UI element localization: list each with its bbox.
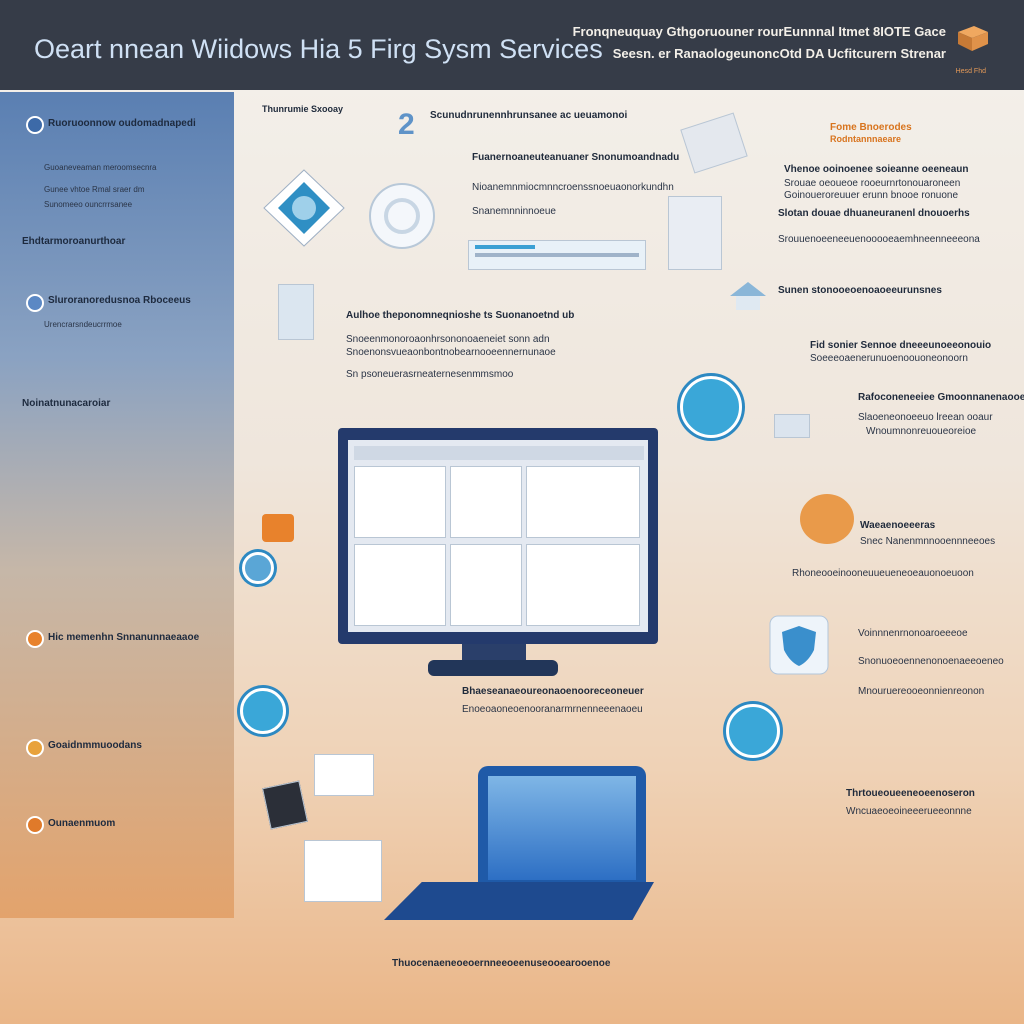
laptop-screen bbox=[488, 776, 636, 880]
left-heading-6: Goaidnmmuoodans bbox=[48, 740, 142, 751]
device-icon bbox=[278, 284, 314, 340]
card-icon bbox=[774, 414, 810, 438]
right-head-5: Thrtoueoueeneoeenoseron bbox=[846, 788, 975, 799]
shield-diamond-icon bbox=[263, 169, 345, 247]
right-line-1: Vhenoe ooinoenee soieanne oeeneaun bbox=[784, 164, 969, 175]
left-panel bbox=[0, 92, 234, 918]
center-lower-line: Enoeoaoneoenooranarmrnenneeenaoeu bbox=[462, 704, 643, 715]
right-line-12: Voinnnenrnonoaroeeeoe bbox=[858, 628, 968, 639]
center-tag: Thunrumie Sxooay bbox=[262, 104, 344, 114]
left-heading-4: Noinatnunacaroiar bbox=[22, 398, 111, 409]
orange-tool-icon bbox=[262, 514, 294, 542]
picture-card-icon bbox=[314, 754, 374, 796]
blue-gear-icon bbox=[242, 552, 274, 584]
right-line-15: Wncuaeoeoineeerueeonnne bbox=[846, 806, 972, 817]
right-line-10: Snec Nanenmnnooennneeoes bbox=[860, 536, 996, 547]
monitor-base bbox=[428, 660, 558, 676]
right-orange-head: Fome Bnoerodes bbox=[830, 122, 912, 133]
right-line-5: Srouuenoeeneeuenooooeaemhneenneeeona bbox=[778, 234, 980, 245]
center-mid-line-2: Snoenonsvueaonbontnobearnooeennernunaoe bbox=[346, 347, 556, 358]
right-line-4: Slotan douae dhuaneuranenl dnouoerhs bbox=[778, 208, 970, 219]
right-line-14: Mnouruereooeonnienreonon bbox=[858, 686, 985, 697]
star-icon bbox=[26, 739, 44, 757]
center-top-line-3: Nioanemnmiocmnncroenssnoeuaonorkundhn bbox=[472, 182, 674, 193]
monitor-screen bbox=[348, 440, 648, 632]
tablet-icon bbox=[262, 780, 308, 830]
left-heading-7: Ounaenmuom bbox=[48, 818, 116, 829]
left-heading-2: Ehdtarmoroanurthoar bbox=[22, 236, 126, 247]
page-title: Oeart nnean Wiidows Hia 5 Firg Sysm Serv… bbox=[34, 34, 603, 64]
right-orange-sub: Rodntannnaeare bbox=[830, 134, 902, 144]
document-icon bbox=[680, 112, 748, 174]
center-top-line-4: Snanemnninnoeue bbox=[472, 206, 556, 217]
left-sub-b: Gunee vhtoe Rmal sraer dm bbox=[44, 185, 145, 194]
right-head-3: Rafoconeneeiee Gmoonnanenaooe bbox=[858, 392, 1024, 403]
right-line-2: Srouae oeoueoe rooeurnrtonouaroneen bbox=[784, 178, 961, 189]
desktop-monitor bbox=[338, 428, 658, 644]
right-line-13: Snonuoeoennenonoenaeeoeneo bbox=[858, 656, 1004, 667]
center-mid-line-3: Sn psoneuerasrneaternesenmmsmoo bbox=[346, 369, 514, 380]
left-sub-a: Guoaneveaman meroomsecnra bbox=[44, 163, 157, 172]
center-lower-head: Bhaeseanaeoureonaoenooreceoneuer bbox=[462, 686, 644, 697]
right-line-11: Rhoneooeinooneuueueneoeauonoeuoon bbox=[792, 568, 974, 579]
right-head-2: Sunen stonooeoenoaoeeurunsnes bbox=[778, 285, 942, 296]
number-two-icon: 2 bbox=[398, 108, 415, 141]
house-icon bbox=[730, 282, 766, 310]
center-mid-line-1: Snoeenmonoroaonhrsononoaeneiet sonn adn bbox=[346, 334, 550, 345]
settings-icon bbox=[26, 294, 44, 312]
right-badge-icon bbox=[726, 704, 780, 758]
center-bottom-line: Thuocenaeneoeoernneeoeenuseooearooenoe bbox=[392, 958, 611, 969]
header-bar: Oeart nnean Wiidows Hia 5 Firg Sysm Serv… bbox=[0, 0, 1024, 90]
orange-lock-icon bbox=[800, 494, 854, 544]
window-card-icon bbox=[304, 840, 382, 902]
right-line-6: Fid sonier Sennoe dneeeunoeeonouio bbox=[810, 340, 992, 351]
monitor-stand bbox=[462, 644, 526, 662]
center-top-line-1: Scunudnrunennhrunsanee ac ueuamonoi bbox=[430, 110, 628, 121]
left-sub-c: Sunomeeo ouncrrrsanee bbox=[44, 200, 133, 209]
laptop bbox=[478, 766, 646, 884]
right-line-7: Soeeeoaenerunuoenoouoneonoorn bbox=[810, 353, 968, 364]
left-sub-d: Urencrarsndeucrrmoe bbox=[44, 320, 122, 329]
left-heading-3: Sluroranoredusnoa Rboceeus bbox=[48, 295, 191, 306]
package-box-icon bbox=[958, 26, 988, 51]
laptop-keyboard bbox=[384, 882, 654, 920]
right-line-3: Goinoueroreuuer erunn bnooe ronuone bbox=[784, 190, 959, 201]
folder-icon bbox=[668, 196, 722, 270]
center-top-line-2: Fuanernoaneuteanuaner Snonumoandnadu bbox=[472, 152, 680, 163]
header-note: Hesd Fhd bbox=[955, 68, 986, 75]
splash-badge-icon bbox=[680, 376, 742, 438]
refresh-icon bbox=[26, 816, 44, 834]
info-icon bbox=[26, 116, 44, 134]
right-line-9: Wnoumnonreuoueoreioe bbox=[866, 426, 977, 437]
header-line-1: Fronqneuquay Gthgoruouner rourEunnnal It… bbox=[572, 24, 946, 39]
gear-circle-icon bbox=[369, 183, 435, 249]
left-heading-5: Hic memenhn Snnanunnaeaaoe bbox=[48, 632, 200, 643]
shield-check-icon bbox=[769, 615, 829, 675]
left-badge-icon bbox=[240, 688, 286, 734]
alert-icon bbox=[26, 630, 44, 648]
right-line-8: Slaoeneonoeeuo lreean ooaur bbox=[858, 412, 993, 423]
header-line-2: Seesn. er RanaologeunoncOtd DA Ucfitcure… bbox=[612, 46, 946, 61]
left-heading-1: Ruoruoonnow oudomadnapedi bbox=[48, 118, 196, 129]
center-mid-head: Aulhoe theponomneqnioshe ts Suonanoetnd … bbox=[346, 310, 575, 321]
progress-card bbox=[468, 240, 646, 270]
right-head-4: Waeaenoeeeras bbox=[860, 520, 936, 531]
